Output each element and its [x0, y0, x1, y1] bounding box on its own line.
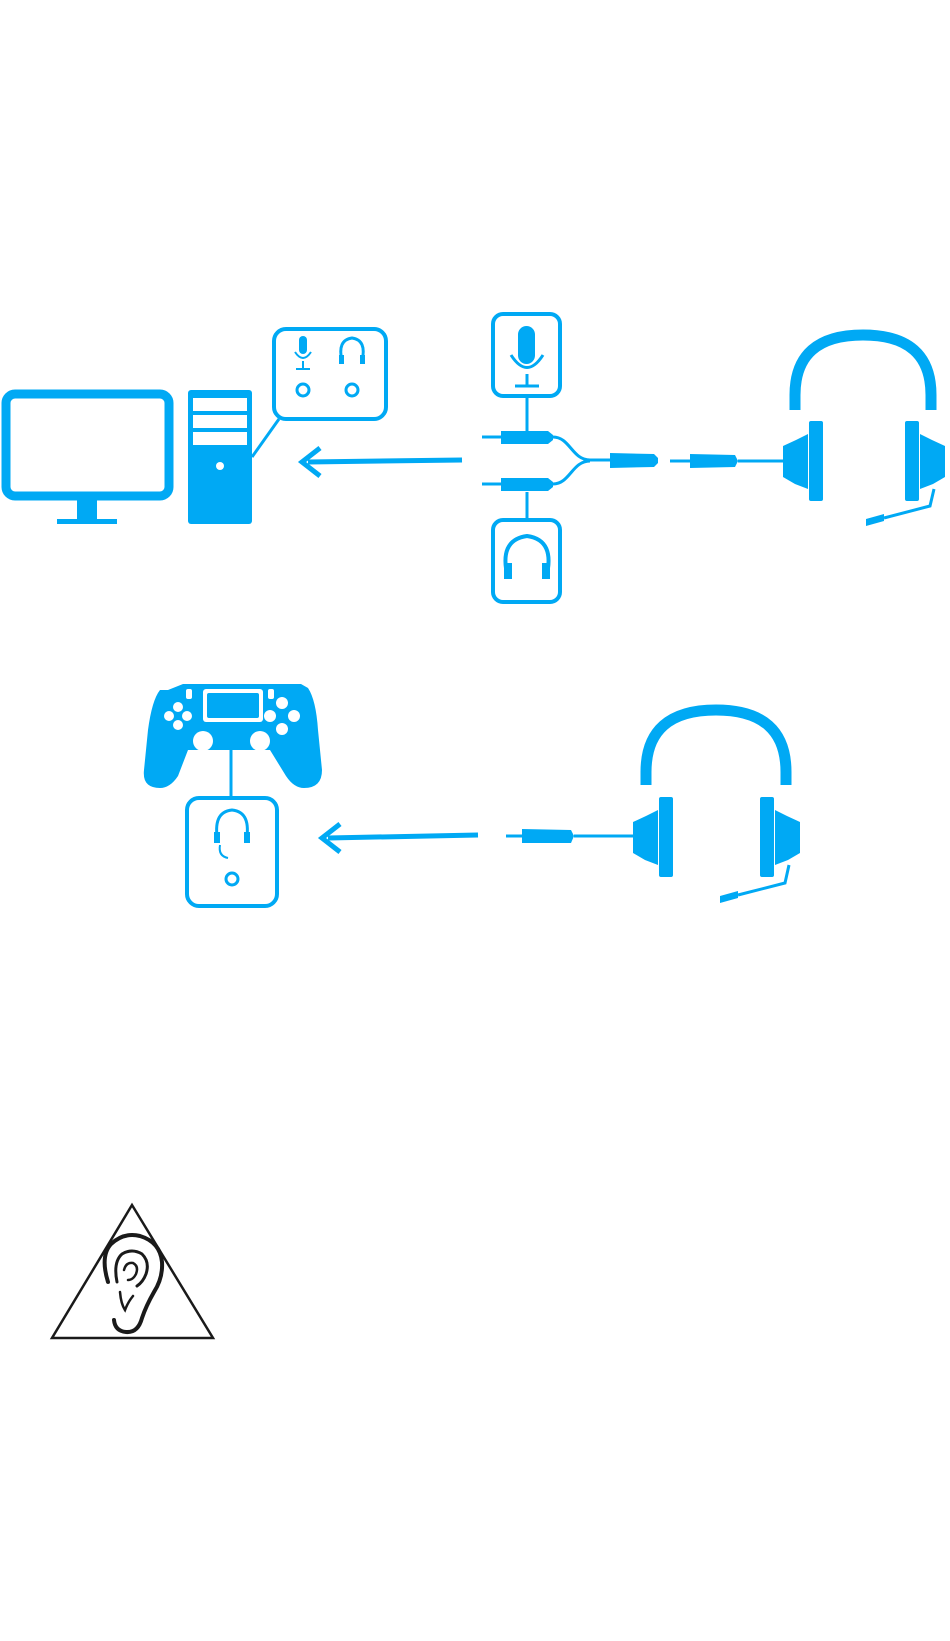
panel-mic-icon — [295, 336, 311, 369]
tower-panel-connector — [252, 419, 279, 457]
combo-jack-panel — [187, 798, 277, 906]
headphone-jack-icon — [493, 492, 560, 602]
pc-audio-panel — [274, 329, 386, 419]
headset-icon — [783, 335, 945, 526]
mic-jack-icon — [493, 314, 560, 432]
panel-headphone-port — [346, 384, 358, 396]
panel-headphone-icon — [339, 338, 365, 364]
console-setup — [144, 684, 800, 906]
gamepad-icon — [144, 684, 322, 798]
hearing-warning-icon — [52, 1205, 213, 1338]
y-splitter-cable — [482, 431, 658, 491]
pc-setup — [6, 314, 945, 602]
monitor-icon — [6, 394, 169, 524]
combo-jack-port — [226, 873, 238, 885]
console-headset-icon — [633, 710, 800, 903]
headset-cable — [670, 454, 785, 468]
arrow-to-console — [322, 824, 478, 852]
arrow-to-pc — [302, 448, 462, 476]
panel-mic-port — [297, 384, 309, 396]
console-headset-cable — [506, 829, 636, 843]
pc-tower-icon — [188, 390, 252, 524]
